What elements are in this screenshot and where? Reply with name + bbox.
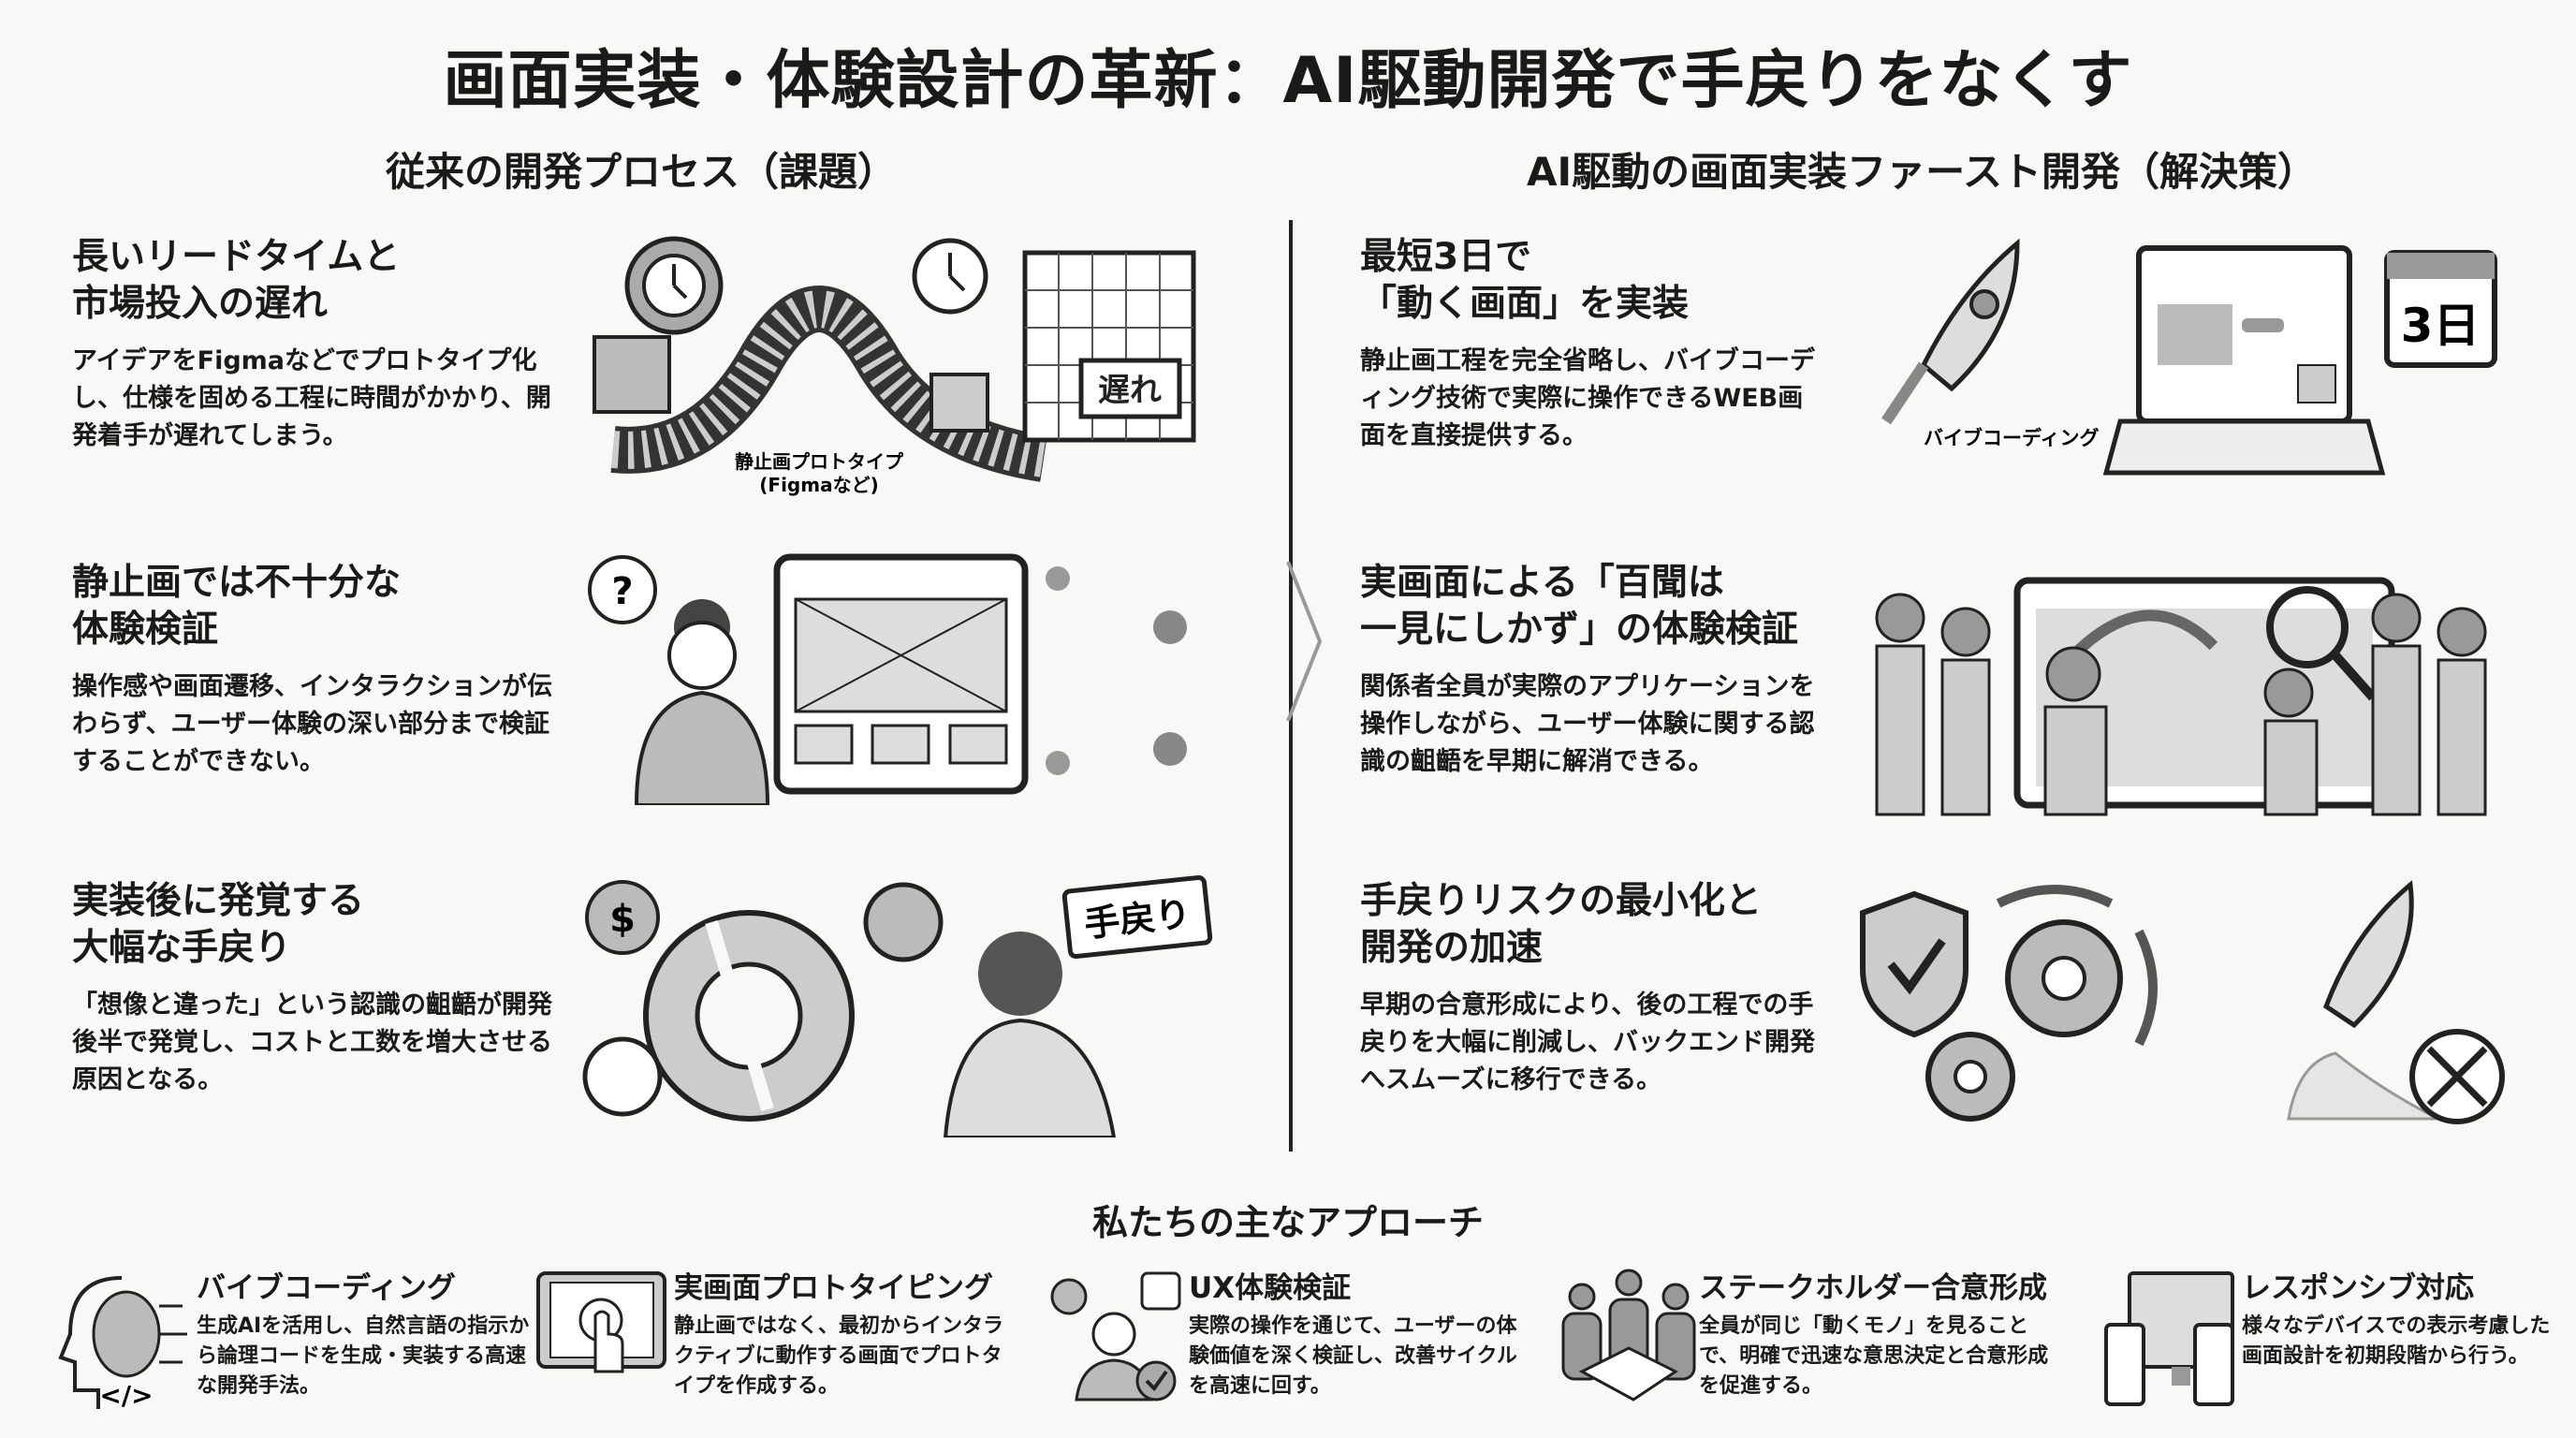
prototype-sublabel: (Figmaなど): [759, 474, 878, 496]
approach-responsive: レスポンシブ対応様々なデバイスでの表示考慮した画面設計を初期段階から行う。: [2101, 1269, 2576, 1409]
item-body: 全員が同じ「動くモノ」を見ることで、明確で迅速な意思決定と合意形成を促進する。: [1699, 1314, 2049, 1398]
solution-validation: 実画面による「百聞は 一見にしかず」の体験検証関係者全員が実際のアプリケーション…: [1360, 560, 1828, 781]
approach-heading: 私たちの主なアプローチ: [1091, 1202, 1484, 1243]
block-title: 長いリードタイムと 市場投入の遅れ: [72, 236, 401, 325]
block-body: 早期の合意形成により、後の工程での手戻りを大幅に削減し、バックエンド開発へスムー…: [1360, 990, 1815, 1094]
tablet-touch-icon: [536, 1271, 666, 1373]
problem-rework: 実装後に発覚する 大幅な手戻り「想像と違った」という認識の齟齬が開発後半で発覚し…: [72, 878, 559, 1099]
devices-icon: [2104, 1271, 2234, 1406]
item-title: ステークホルダー合意形成: [1699, 1271, 2047, 1305]
item-title: UX体験検証: [1189, 1271, 1352, 1305]
item-title: 実画面プロトタイピング: [674, 1271, 993, 1305]
block-title: 実画面による「百聞は 一見にしかず」の体験検証: [1360, 562, 1799, 651]
divider: [1289, 220, 1293, 1152]
chevron-right-icon: [1286, 562, 1323, 721]
approach-prototyping: 実画面プロトタイピング静止画ではなく、最初からインタラクティブに動作する画面でプ…: [534, 1269, 1020, 1409]
svg-text:</>: </>: [99, 1380, 153, 1409]
item-body: 生成AIを活用し、自然言語の指示から論理コードを生成・実装する高速な開発手法。: [197, 1314, 530, 1398]
block-body: 関係者全員が実際のアプリケーションを操作しながら、ユーザー体験に関する認識の齟齬…: [1360, 672, 1815, 776]
problem-lead-time: 長いリードタイムと 市場投入の遅れアイデアをFigmaなどでプロトタイプ化し、仕…: [72, 234, 559, 455]
solution-risk: 手戻りリスクの最小化と 開発の加速早期の合意形成により、後の工程での手戻りを大幅…: [1360, 878, 1828, 1099]
block-title: 静止画では不十分な 体験検証: [72, 562, 402, 651]
gears-rocket-illustration: [1860, 880, 2505, 1124]
left-heading: 従来の開発プロセス（課題）: [385, 149, 897, 195]
approach-ux: UX体験検証実際の操作を通じて、ユーザーの体験価値を深く検証し、改善サイクルを高…: [1048, 1269, 1535, 1409]
dollar-icon: $: [609, 898, 636, 941]
block-body: アイデアをFigmaなどでプロトタイプ化し、仕様を固める工程に時間がかかり、開発…: [72, 346, 551, 450]
right-heading: AI駆動の画面実装ファースト開発（解決策）: [1526, 149, 2318, 195]
rocket-laptop-illustration: バイブコーディング 3日: [1881, 238, 2497, 476]
user-feedback-icon: [1050, 1271, 1181, 1401]
approach-vibe-coding: </> バイブコーディング生成AIを活用し、自然言語の指示から論理コードを生成・…: [56, 1269, 543, 1409]
vibe-coding-label: バイブコーディング: [1924, 427, 2100, 449]
static-mockup-illustration: ?: [588, 553, 1187, 805]
block-body: 「想像と違った」という認識の齟齬が開発後半で発覚し、コストと工数を増大させる原因…: [72, 990, 552, 1094]
page-title: 画面実装・体験設計の革新：AI駆動開発で手戻りをなくす: [443, 44, 2133, 118]
item-title: バイブコーディング: [197, 1271, 456, 1305]
block-title: 最短3日で 「動く画面」を実装: [1360, 236, 1690, 325]
prototype-label: 静止画プロトタイプ: [735, 450, 904, 473]
block-body: 操作感や画面遷移、インタラクションが伝わらず、ユーザー体験の深い部分まで検証する…: [72, 672, 552, 776]
item-body: 静止画ではなく、最初からインタラクティブに動作する画面でプロトタイプを作成する。: [674, 1314, 1004, 1398]
solution-3days: 最短3日で 「動く画面」を実装静止画工程を完全省略し、バイブコーディング技術で実…: [1360, 234, 1828, 455]
brain-code-icon: </>: [58, 1276, 187, 1409]
item-body: 実際の操作を通じて、ユーザーの体験価値を深く検証し、改善サイクルを高速に回す。: [1189, 1314, 1517, 1398]
calendar-3days: 3日: [2401, 299, 2481, 353]
conveyor-illustration: 遅れ 静止画プロトタイプ (Figmaなど): [593, 236, 1196, 496]
block-title: 実装後に発覚する 大幅な手戻り: [72, 880, 365, 969]
approach-stakeholder: ステークホルダー合意形成全員が同じ「動くモノ」を見ることで、明確で迅速な意思決定…: [1559, 1269, 2048, 1409]
broken-gears-illustration: $ 手戻り: [582, 874, 1213, 1137]
handshake-icon: [1561, 1269, 1696, 1401]
block-title: 手戻りリスクの最小化と 開発の加速: [1360, 880, 1763, 969]
item-title: レスポンシブ対応: [2242, 1271, 2474, 1305]
item-body: 様々なデバイスでの表示考慮した画面設計を初期段階から行う。: [2242, 1314, 2551, 1368]
team-review-illustration: [1875, 577, 2487, 816]
delay-stamp: 遅れ: [1098, 372, 1162, 409]
block-body: 静止画工程を完全省略し、バイブコーディング技術で実際に操作できるWEB画面を直接…: [1360, 346, 1815, 450]
question-icon: ?: [611, 570, 633, 613]
problem-static-validation: 静止画では不十分な 体験検証操作感や画面遷移、インタラクションが伝わらず、ユーザ…: [72, 560, 559, 781]
